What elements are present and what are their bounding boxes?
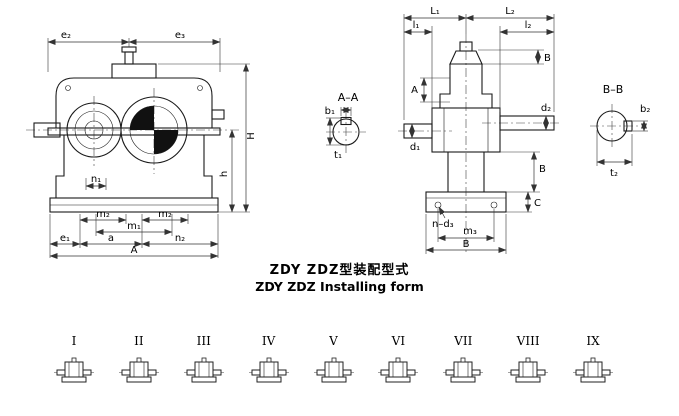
dim-label-m2-right: m₂ <box>158 209 172 220</box>
dim-label-e3: e₃ <box>175 30 185 41</box>
dim-label-t2: t₂ <box>610 168 618 179</box>
dim-label-d2: d₂ <box>541 103 551 114</box>
dim-label-C: C <box>534 198 541 209</box>
dim-label-m3: m₃ <box>463 226 477 237</box>
dim-label-l1: l₁ <box>413 20 420 31</box>
section-bb-title: B–B <box>603 83 624 96</box>
installing-form-2: II <box>117 334 161 386</box>
dim-label-m2-left: m₂ <box>96 209 110 220</box>
form-numeral: IX <box>586 334 600 348</box>
keyway-bb <box>623 120 633 132</box>
dim-label-d1: d₁ <box>410 142 420 153</box>
dim-label-t1: t₁ <box>334 150 342 161</box>
form-numeral: IV <box>261 334 276 348</box>
technical-drawing: e₂ e₃ H h n₁ <box>26 6 650 259</box>
form-numeral: I <box>71 334 77 348</box>
caption-chinese: ZDY ZDZ型装配型式 <box>269 263 410 278</box>
front-view-dimensions: e₂ e₃ H h n₁ <box>47 30 257 259</box>
installing-form-7: VII <box>441 334 485 386</box>
form-numeral: VII <box>454 334 473 348</box>
gearbox-pictogram <box>183 357 224 383</box>
section-bb: B–B b₂ t₂ <box>590 83 650 179</box>
side-view-dimensions: L₁ L₂ l₁ l₂ B A d <box>403 6 555 254</box>
form-numeral: VI <box>391 334 406 348</box>
installing-form-6: VI <box>376 334 420 386</box>
dim-label-a: a <box>108 233 114 244</box>
installing-form-5: V <box>312 334 356 386</box>
caption: ZDY ZDZ型装配型式 ZDY ZDZ Installing form <box>0 259 679 294</box>
dim-label-b2: b₂ <box>640 104 650 115</box>
form-numeral: V <box>329 334 338 348</box>
dim-label-H: H <box>246 132 257 140</box>
section-aa-title: A–A <box>338 91 359 104</box>
form-numeral: II <box>134 334 144 348</box>
installing-form-4: IV <box>247 334 291 386</box>
gearbox-pictogram <box>378 357 419 383</box>
front-view: e₂ e₃ H h n₁ <box>26 30 257 259</box>
side-view-outline <box>403 41 555 213</box>
gearbox-pictogram <box>118 357 159 383</box>
installing-form-1: I <box>52 334 96 386</box>
gearbox-pictogram <box>443 357 484 383</box>
gearbox-pictogram <box>573 357 613 383</box>
installing-forms-row: I II III IV V VI VII VIII <box>52 334 615 386</box>
dim-label-A-left: A <box>411 85 418 96</box>
installing-form-3: III <box>182 334 226 386</box>
keyway-aa <box>340 116 352 126</box>
dim-label-n1: n₁ <box>91 174 101 185</box>
gearbox-pictogram <box>313 357 354 383</box>
front-view-centerlines <box>26 88 240 174</box>
installing-form-9: IX <box>571 334 615 386</box>
dim-label-B-right: B <box>539 164 546 175</box>
gearbox-pictogram <box>54 357 94 383</box>
dim-label-e2: e₂ <box>61 30 71 41</box>
dim-label-e1: e₁ <box>60 233 70 244</box>
section-aa: A–A b₁ t₁ <box>325 91 366 161</box>
dim-label-h: h <box>219 171 230 177</box>
dim-label-L2: L₂ <box>505 6 515 17</box>
dim-label-A: A <box>131 245 138 256</box>
dim-label-B-top: B <box>544 53 551 64</box>
dim-label-n2: n₂ <box>175 233 185 244</box>
shaft-section-bb <box>596 110 628 142</box>
high-speed-bore-center-mark <box>120 96 188 164</box>
section-aa-dimensions: b₁ t₁ <box>325 106 352 161</box>
front-view-outline <box>33 46 225 213</box>
dim-label-l2: l₂ <box>525 20 532 31</box>
dim-label-n-d3: n–d₃ <box>432 219 454 230</box>
caption-english: ZDY ZDZ Installing form <box>255 279 424 294</box>
dim-label-L1: L₁ <box>430 6 440 17</box>
gearbox-pictogram <box>248 357 289 383</box>
side-view: L₁ L₂ l₁ l₂ B A d <box>398 6 560 254</box>
dim-label-b1: b₁ <box>325 106 335 117</box>
section-bb-dimensions: b₂ t₂ <box>596 104 650 179</box>
form-numeral: VIII <box>516 334 540 348</box>
form-numeral: III <box>196 334 211 348</box>
dim-label-m1: m₁ <box>127 221 141 232</box>
gearbox-pictogram <box>508 357 549 383</box>
side-view-centerlines <box>398 34 560 252</box>
dim-label-B-bottom: B <box>463 239 470 250</box>
installing-form-8: VIII <box>506 334 550 386</box>
